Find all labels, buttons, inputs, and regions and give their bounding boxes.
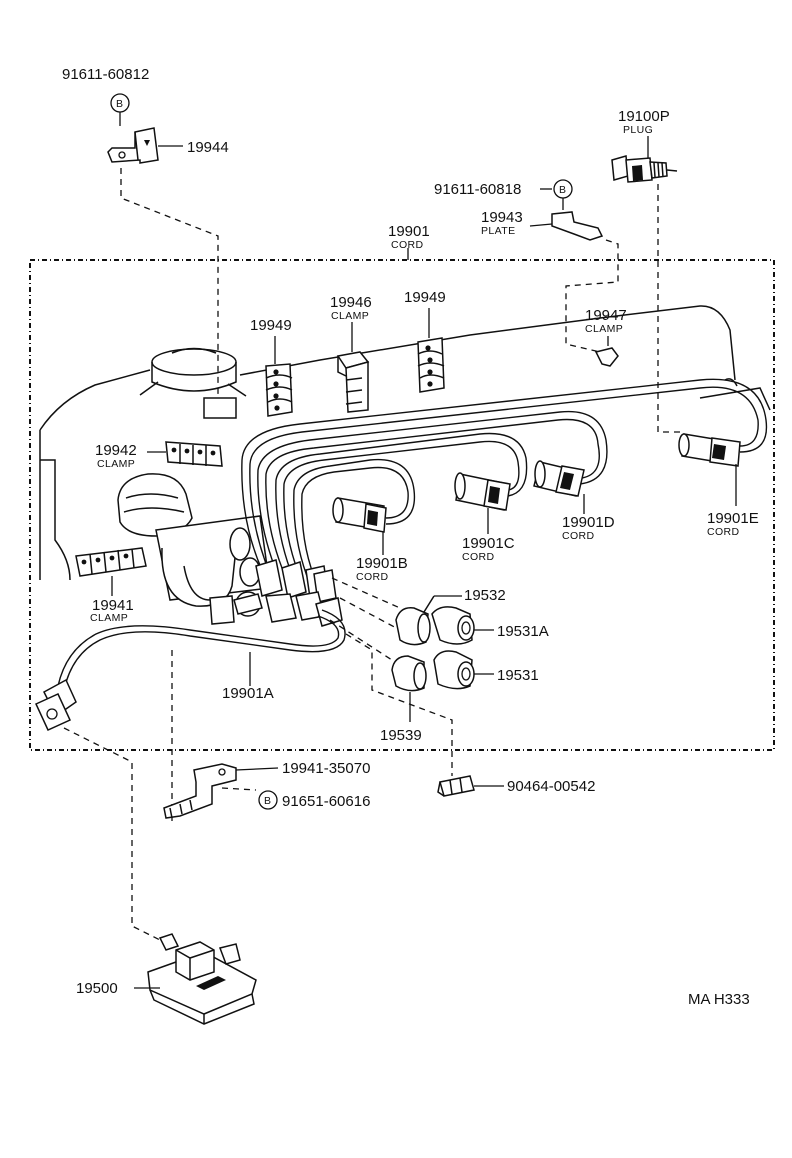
cord-set-part-number: 19901 (388, 223, 430, 240)
boot-19531-label: 19531 (497, 667, 539, 684)
bolt-bottom-mark-icon (258, 790, 278, 810)
cord-19901e-icon (678, 433, 741, 467)
cord-e-part-name: CORD (707, 526, 740, 538)
boot-19531a-label: 19531A (497, 623, 549, 640)
spark-plug-icon (611, 155, 678, 183)
cord-a-part-number: 19901A (222, 685, 274, 702)
clamp-19949-right-icon (417, 337, 445, 393)
clamp-19946-part-number: 19946 (330, 294, 372, 311)
bracket-19944-label: 19944 (187, 139, 229, 156)
bracket-19944-icon (107, 127, 159, 164)
plate-part-name: PLATE (481, 225, 515, 237)
bolt-bottom-mark: B (264, 795, 271, 807)
clamp-19947-icon (594, 347, 619, 367)
clamp-19949-left-icon (265, 363, 293, 417)
bracket-19941-icon (163, 763, 237, 819)
cord-19901d-icon (533, 460, 585, 497)
clamp-19947-part-number: 19947 (585, 307, 627, 324)
bolt-plate-label: 91611-60818 (434, 181, 521, 198)
clamp-19946-part-name: CLAMP (331, 310, 369, 322)
cord-set-frame (29, 259, 775, 751)
cord-19901b-icon (332, 497, 387, 533)
cord-d-part-name: CORD (562, 530, 595, 542)
cord-d-part-number: 19901D (562, 514, 615, 531)
engine-outline (39, 305, 771, 581)
cord-e-part-number: 19901E (707, 510, 759, 527)
boot-19539-label: 19539 (380, 727, 422, 744)
clamp-19942-part-number: 19942 (95, 442, 137, 459)
cord-b-part-name: CORD (356, 571, 389, 583)
figure-code: MA H333 (688, 991, 750, 1008)
clamp-19942-icon (165, 441, 223, 467)
bolt-top-left-label: 91611-60812 (62, 66, 149, 83)
clamp-19942-part-name: CLAMP (97, 458, 135, 470)
clamp-19941-icon (75, 547, 147, 577)
bolt-top-left-mark: B (116, 98, 123, 110)
clamp-19941-part-name: CLAMP (90, 612, 128, 624)
plug-part-number: 19100P (618, 108, 670, 125)
boot-19532-icon (395, 607, 431, 646)
plate-19943-icon (551, 211, 604, 241)
cord-b-part-number: 19901B (356, 555, 408, 572)
plug-part-name: PLUG (623, 124, 653, 136)
cord-c-part-name: CORD (462, 551, 495, 563)
clamp-19946-icon (336, 351, 370, 413)
boot-19531-icon (433, 650, 475, 690)
boot-19531a-icon (431, 606, 475, 645)
boot-19539-icon (391, 655, 427, 692)
clamp-19941-part-number: 19941 (92, 597, 134, 614)
cord-19901c-icon (454, 472, 511, 511)
distributor-icon (117, 473, 271, 625)
ignition-wire-bundle (241, 378, 768, 627)
clamp-19949-right-label: 19949 (404, 289, 446, 306)
cord-19901a-icon (35, 609, 346, 731)
boot-19532-label: 19532 (464, 587, 506, 604)
clamp-19947-part-name: CLAMP (585, 323, 623, 335)
bolt-plate-mark: B (559, 184, 566, 196)
cord-set-part-name: CORD (391, 239, 424, 251)
clip-90464-icon (437, 775, 475, 797)
bolt-bottom-label: 91651-60616 (282, 793, 370, 810)
plate-part-number: 19943 (481, 209, 523, 226)
bracket-19941-label: 19941-35070 (282, 760, 370, 777)
cord-c-part-number: 19901C (462, 535, 515, 552)
ignition-coil-icon (147, 933, 257, 1025)
coil-part-number: 19500 (76, 980, 118, 997)
clamp-19949-left-label: 19949 (250, 317, 292, 334)
clip-90464-label: 90464-00542 (507, 778, 595, 795)
